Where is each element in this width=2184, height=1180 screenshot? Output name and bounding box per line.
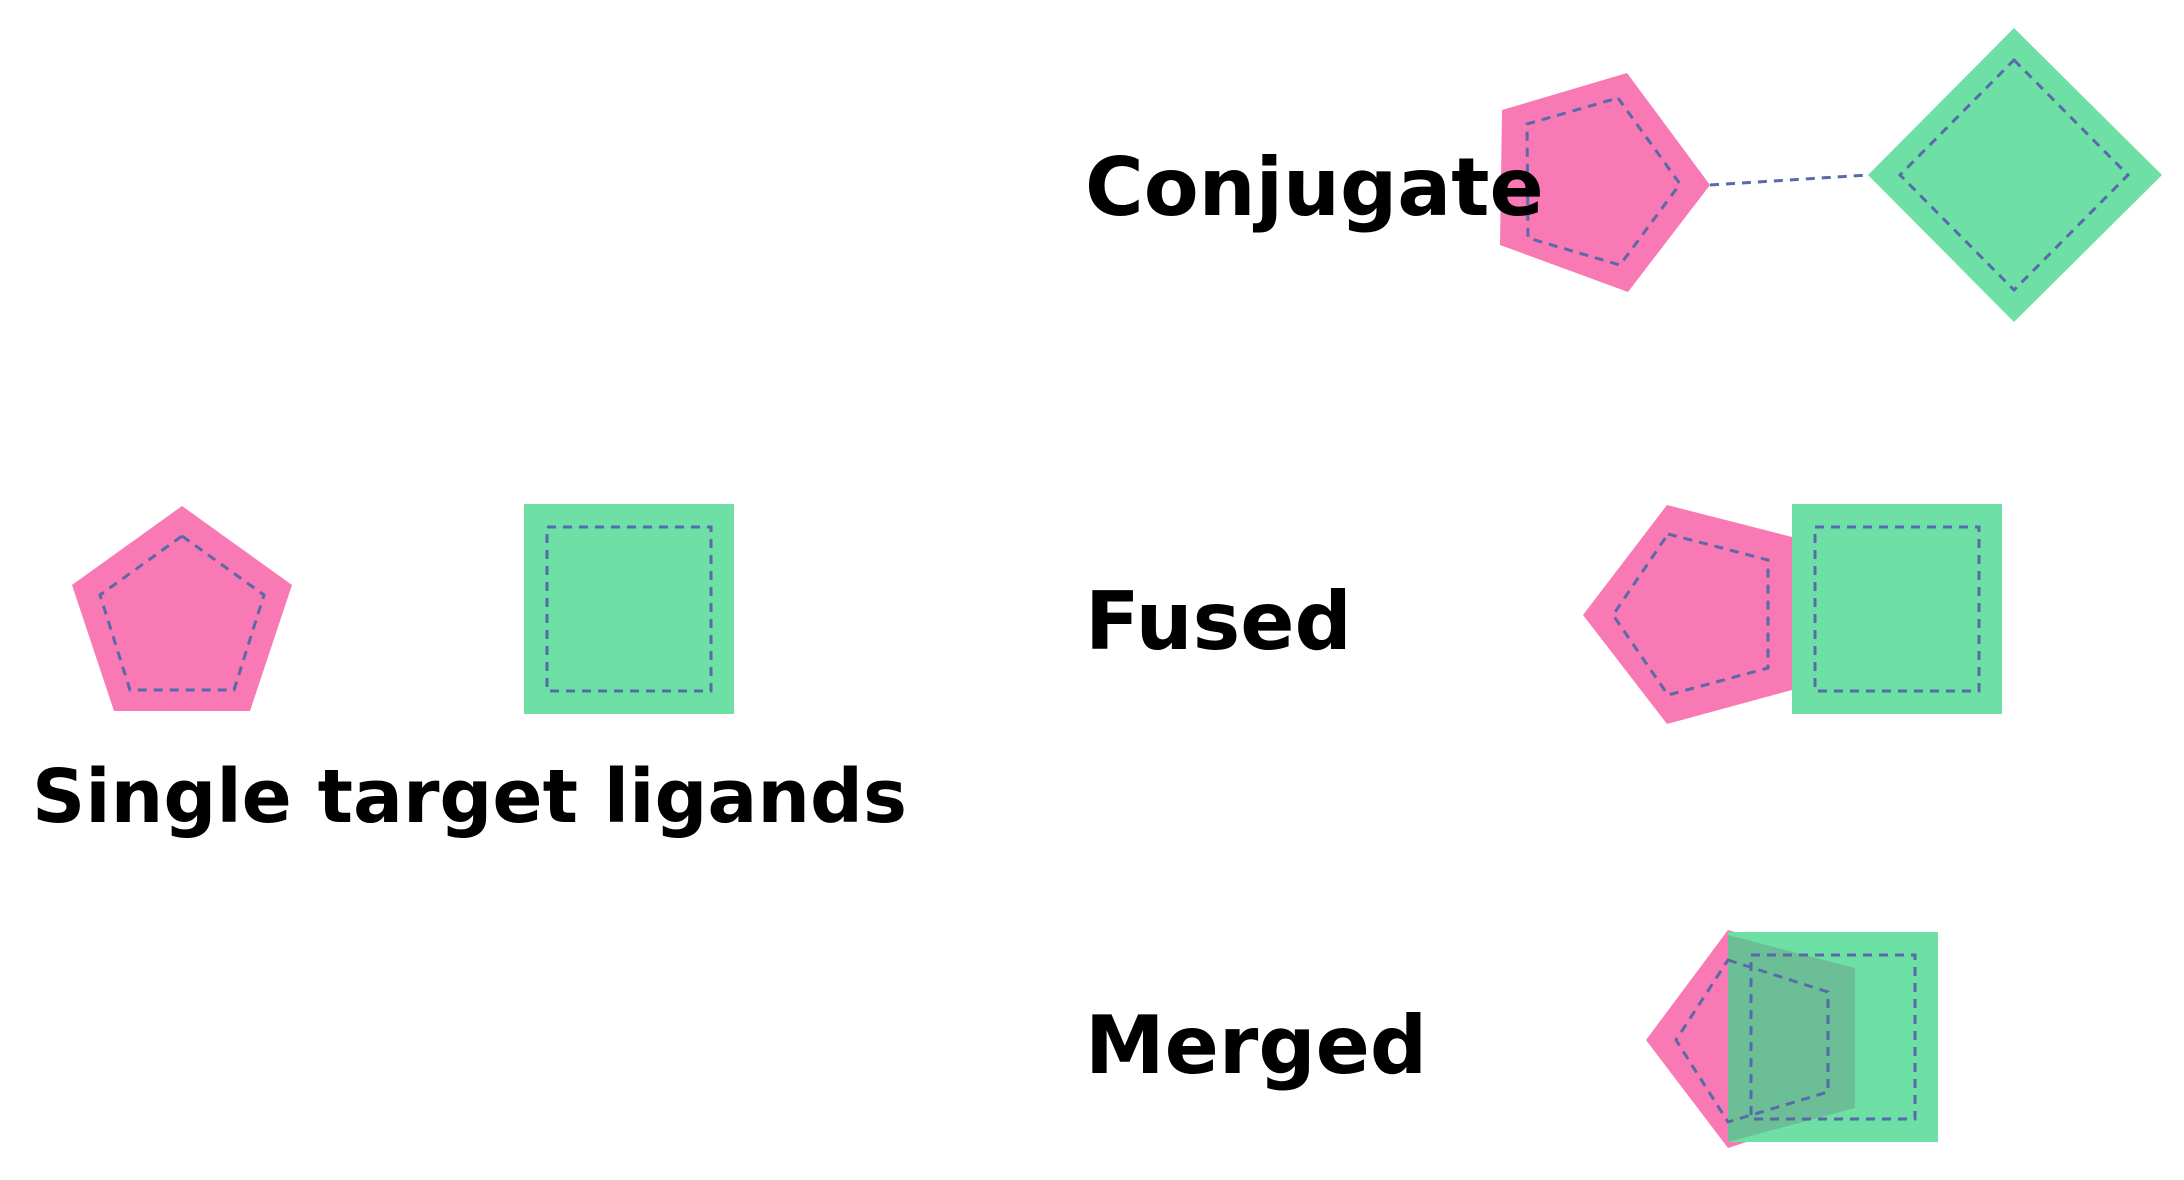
conjugate-pentagon-main — [1500, 73, 1710, 292]
conjugate-diamond — [1868, 28, 2162, 322]
fused-pentagon — [1583, 505, 1792, 724]
fused-square — [1792, 504, 2002, 714]
merged-label: Merged — [1085, 999, 1428, 1092]
single-square — [524, 504, 734, 714]
merged-overlap — [1728, 935, 1855, 1142]
single-pentagon-outline — [98, 534, 266, 692]
fused-square-outline — [1813, 525, 1981, 693]
fused-pentagon-outline — [1611, 532, 1770, 697]
single-target-group — [72, 504, 734, 714]
merged-pentagon-outline — [1674, 958, 1830, 1124]
fused-group — [1583, 504, 2002, 724]
fused-label: Fused — [1085, 575, 1352, 668]
conjugate-group — [1500, 28, 2162, 322]
merged-square-outline — [1749, 953, 1917, 1121]
conjugate-pentagon-outline — [1525, 96, 1682, 267]
merged-group — [1646, 930, 1938, 1148]
single-square-outline — [545, 525, 713, 693]
conjugate-diamond-outline — [1897, 57, 2131, 293]
single-target-label: Single target ligands — [32, 754, 908, 840]
conjugate-linker — [1709, 173, 1869, 187]
single-pentagon — [72, 506, 292, 711]
conjugate-label: Conjugate — [1085, 141, 1544, 234]
